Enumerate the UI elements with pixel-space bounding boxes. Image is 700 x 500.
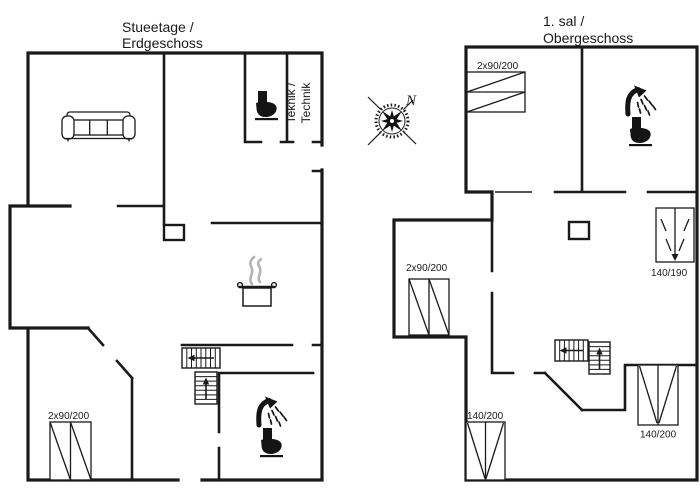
bed-symbol-first-left-2x90 — [408, 278, 450, 336]
chimney-square-first — [567, 220, 591, 241]
tech-room-label-line2: Technik — [299, 82, 313, 124]
bed-label-first-bottom-right: 140/200 — [640, 430, 677, 441]
toilet-icon-ground-bath — [260, 428, 283, 458]
shower-icon-ground — [259, 397, 287, 427]
tech-room-label-line1: Teknik / — [284, 82, 298, 123]
bed-label-first-top: 2x90/200 — [477, 61, 519, 72]
bed-symbol-first-bottom-left-140 — [465, 421, 506, 481]
bed-label-first-bottom-left: 140/200 — [467, 411, 504, 422]
staircase-icon-ground — [181, 347, 221, 405]
bed-label-first-left: 2x90/200 — [406, 263, 448, 274]
ground-floor-title-line1: Stueetage / — [122, 19, 194, 35]
first-floor-plan: 1. sal / Obergeschoss 2x90/200 2x90/200 — [392, 13, 699, 482]
shower-icon-first — [628, 86, 656, 116]
bed-symbol-first-bottom-right-140 — [637, 364, 679, 426]
ground-floor-outer-walls — [8, 51, 324, 482]
ground-floor-interior-walls — [86, 51, 324, 482]
cooking-pot-icon — [236, 255, 278, 307]
first-floor-title-line1: 1. sal / — [543, 13, 584, 29]
bed-label-ground: 2x90/200 — [48, 411, 90, 422]
sofa-icon — [61, 111, 136, 142]
ground-floor-title-line2: Erdgeschoss — [122, 35, 203, 51]
compass-rose-icon: N — [367, 93, 417, 146]
ground-floor-plan: Stueetage / Erdgeschoss Teknik / Technik — [8, 19, 324, 482]
toilet-icon-first-bath — [629, 117, 652, 147]
bed-symbol-ground-2x90 — [49, 421, 92, 481]
steam-icon — [249, 255, 263, 286]
first-floor-interior-walls — [490, 45, 699, 412]
toilet-icon-wc — [255, 91, 278, 121]
north-label: N — [405, 93, 417, 109]
chimney-square-ground — [162, 223, 186, 242]
bed-symbol-first-140-190 — [655, 207, 695, 263]
bed-symbol-first-top-2x90 — [466, 71, 526, 113]
bed-label-first-140-190: 140/190 — [651, 268, 688, 279]
staircase-icon-first — [554, 339, 611, 375]
first-floor-title-line2: Obergeschoss — [543, 30, 633, 46]
